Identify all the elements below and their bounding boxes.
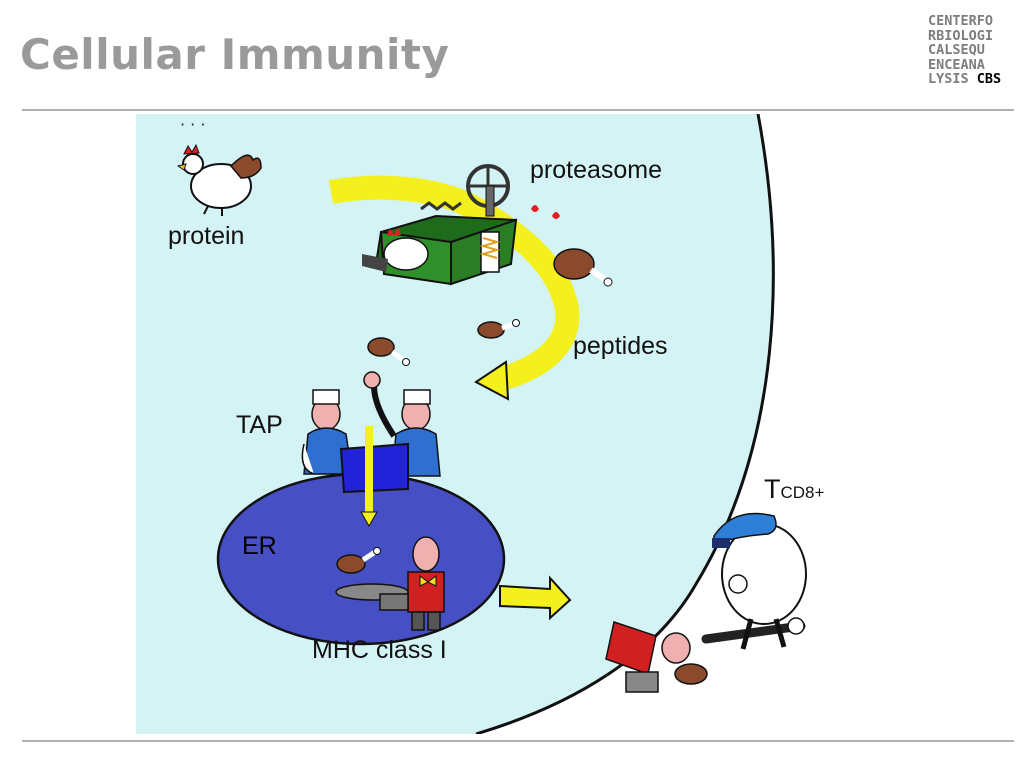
- logo-line-2: RBIOLOGI: [928, 27, 994, 44]
- chicken-protein-icon: · · ·: [176, 115, 262, 216]
- presented-mhc-icon: [605, 621, 708, 693]
- drumstick-icon: [477, 319, 520, 339]
- arrow-head-peptides: [474, 360, 510, 401]
- export-arrow: [499, 575, 572, 621]
- label-peptides: peptides: [573, 332, 668, 360]
- drumstick-icon: [336, 547, 381, 574]
- logo-line-4: ENCEANA: [928, 56, 985, 73]
- cbs-logo: CENTERFO RBIOLOGI CALSEQU ENCEANA LYSIS …: [928, 14, 1014, 87]
- t-cell-icon: [701, 512, 807, 650]
- footer-divider: [22, 740, 1014, 742]
- label-protein: protein: [168, 222, 245, 250]
- mhc-class-i-icon: [335, 536, 445, 631]
- slide-title: Cellular Immunity: [20, 30, 450, 79]
- label-cd8: CD8+: [780, 483, 825, 502]
- cell-diagram: · · ·: [136, 114, 854, 734]
- logo-line-1: CENTERFO: [928, 13, 994, 29]
- title-divider: [22, 109, 1014, 111]
- drumstick-icon: [553, 248, 613, 287]
- label-tap: TAP: [236, 411, 283, 439]
- label-t-cell: TCD8+: [764, 474, 824, 505]
- degradation-arrow: [328, 175, 580, 391]
- svg-text:· · ·: · · ·: [180, 115, 205, 134]
- label-mhc-class-i: MHC class I: [312, 636, 447, 664]
- proteasome-machine-icon: [362, 164, 518, 286]
- diagram-canvas: · · ·: [136, 114, 854, 734]
- drop-icon: [531, 205, 539, 212]
- label-proteasome: proteasome: [530, 156, 663, 184]
- logo-cbs: CBS: [976, 71, 1002, 88]
- logo-line-3: CALSEQU: [928, 42, 985, 59]
- logo-lysis: LYSIS: [928, 71, 969, 88]
- drop-icon: [552, 212, 560, 219]
- tap-transporter: [339, 442, 409, 494]
- label-t: T: [764, 474, 781, 504]
- drumstick-icon: [367, 337, 410, 366]
- logo-line-5: LYSIS CBS: [928, 72, 1014, 87]
- label-er: ER: [242, 532, 277, 560]
- tap-arrow-head: [360, 511, 378, 528]
